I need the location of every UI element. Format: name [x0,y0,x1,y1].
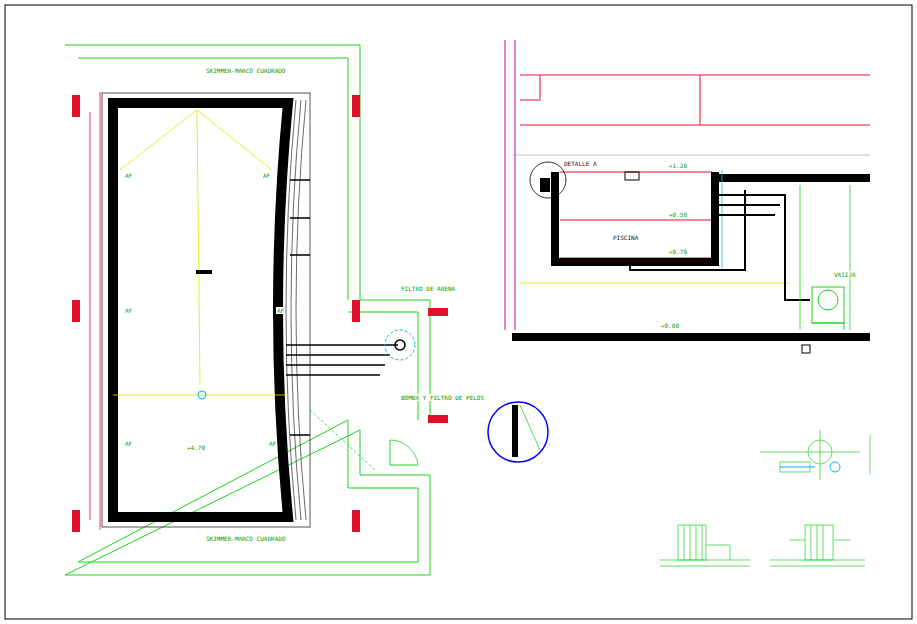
annotation-label: PISCINA [612,234,639,241]
annotation-label: +0.00 [660,322,680,329]
annotation-label: AF [124,172,133,179]
annotation-label: SKIMMER-MARCO CUADRADO [205,535,286,542]
annotation-label: DETALLE A [563,160,598,167]
annotation-label: VASIJA [833,271,857,278]
annotation-label: AF [276,307,285,314]
annotation-label: SKIMMER-MARCO CUADRADO [205,67,286,74]
annotation-label: FILTRO DE ARENA [400,285,456,292]
annotation-label: +4.70 [186,444,206,451]
annotation-label: +0.50 [668,211,688,218]
annotation-label: AF [124,307,133,314]
annotation-label: BOMBA Y FILTRO DE PELOS [400,394,485,401]
annotation-label: AF [124,440,133,447]
annotation-label: AF [268,440,277,447]
annotation-label: +0.70 [668,248,688,255]
annotation-label: +1.20 [668,162,688,169]
annotation-label: AF [262,172,271,179]
